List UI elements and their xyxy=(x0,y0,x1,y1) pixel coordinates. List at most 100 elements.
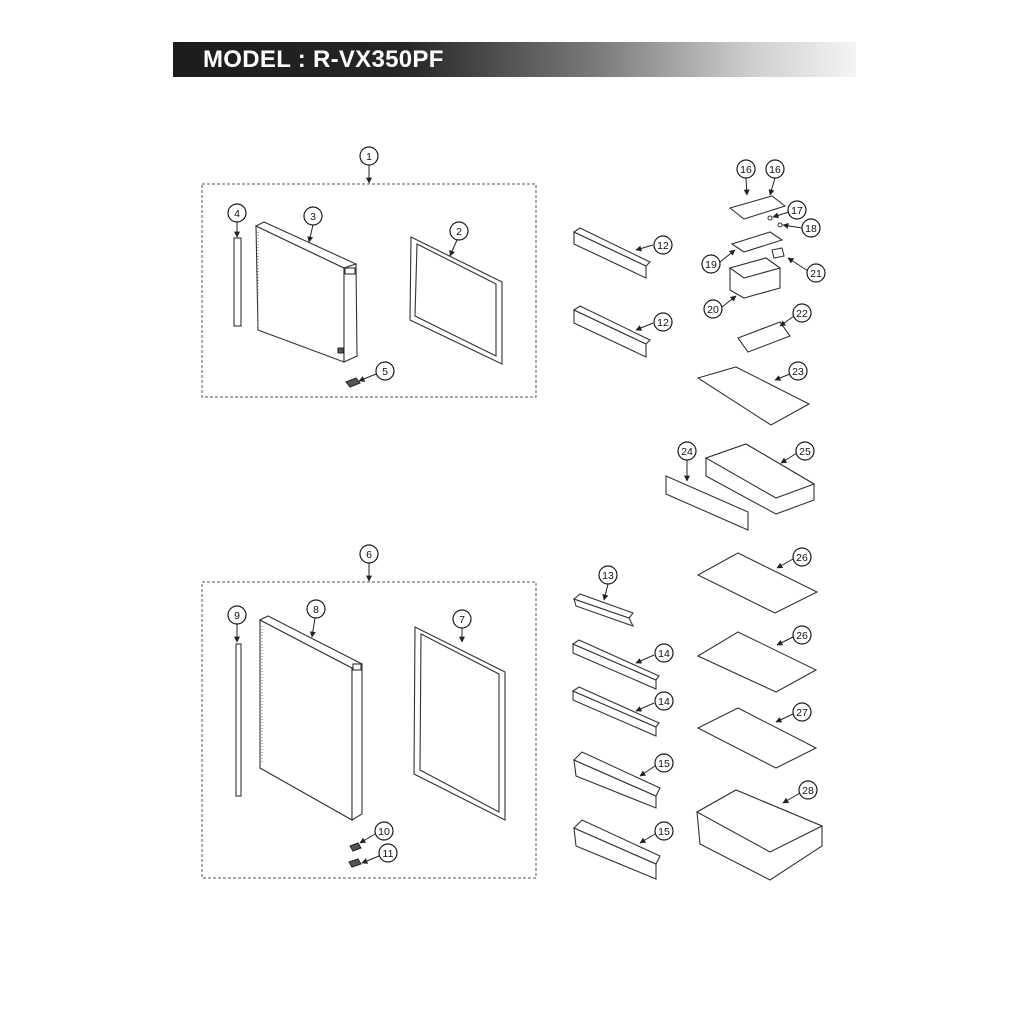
svg-text:24: 24 xyxy=(681,446,693,458)
lower-door-panel-8 xyxy=(258,615,364,821)
door-cap-strip-4 xyxy=(233,237,242,327)
svg-text:6: 6 xyxy=(366,549,372,561)
drawer-front-24 xyxy=(665,475,749,531)
callout-10: 10 xyxy=(374,821,394,841)
door-cap-strip-9 xyxy=(235,643,242,797)
door-pocket-12-b xyxy=(572,305,651,358)
upper-door-gasket-2 xyxy=(409,236,503,365)
svg-text:26: 26 xyxy=(796,630,808,642)
upper-door-assembly-boundary xyxy=(201,183,537,398)
hinge-part-5 xyxy=(345,377,361,388)
svg-text:16: 16 xyxy=(740,164,752,176)
svg-text:25: 25 xyxy=(799,446,811,458)
svg-text:3: 3 xyxy=(310,211,316,223)
callout-27: 27 xyxy=(792,702,812,722)
callout-11: 11 xyxy=(378,843,398,863)
svg-text:8: 8 xyxy=(313,604,319,616)
callout-19: 19 xyxy=(701,254,721,274)
callout-23: 23 xyxy=(788,361,808,381)
glass-shelf-26-a xyxy=(696,552,819,614)
svg-text:1: 1 xyxy=(366,151,372,163)
svg-text:28: 28 xyxy=(802,785,814,797)
callout-6: 6 xyxy=(359,544,379,564)
model-title-bar: MODEL : R-VX350PF xyxy=(173,42,856,77)
callout-17: 17 xyxy=(787,200,807,220)
glass-shelf-26-b xyxy=(696,631,818,693)
svg-text:18: 18 xyxy=(805,223,817,235)
knob-21 xyxy=(771,247,785,259)
door-pocket-15-a xyxy=(573,751,661,809)
callout-14-a: 14 xyxy=(654,643,674,663)
callout-22: 22 xyxy=(792,303,812,323)
callout-18: 18 xyxy=(801,218,821,238)
hinge-part-11 xyxy=(348,858,362,868)
svg-text:26: 26 xyxy=(796,552,808,564)
callout-26-b: 26 xyxy=(792,625,812,645)
svg-text:12: 12 xyxy=(657,240,669,252)
callout-4: 4 xyxy=(227,203,247,223)
ice-tray-holder-19 xyxy=(730,231,784,253)
lower-door-gasket-7 xyxy=(413,626,506,821)
drawer-tray-25 xyxy=(704,443,816,515)
svg-text:23: 23 xyxy=(792,366,804,378)
callout-8: 8 xyxy=(306,599,326,619)
svg-text:20: 20 xyxy=(707,304,719,316)
ice-bin-20 xyxy=(728,257,782,299)
small-part-18 xyxy=(777,222,783,228)
svg-text:7: 7 xyxy=(459,614,465,626)
lower-door-assembly-boundary xyxy=(201,581,537,879)
upper-door-panel-3 xyxy=(254,221,358,363)
svg-text:12: 12 xyxy=(657,317,669,329)
callout-12-b: 12 xyxy=(653,312,673,332)
label-card-22 xyxy=(737,321,791,353)
callout-25: 25 xyxy=(795,441,815,461)
hinge-part-10 xyxy=(349,842,362,852)
leader-lines xyxy=(234,165,809,864)
glass-shelf-23 xyxy=(696,366,811,426)
callout-14-b: 14 xyxy=(654,691,674,711)
callout-20: 20 xyxy=(703,299,723,319)
door-pocket-14-a xyxy=(571,639,660,690)
svg-text:27: 27 xyxy=(796,707,808,719)
door-pocket-14-b xyxy=(571,686,660,737)
callout-5: 5 xyxy=(375,361,395,381)
callout-7: 7 xyxy=(452,609,472,629)
callout-15-b: 15 xyxy=(654,821,674,841)
callout-16-b: 16 xyxy=(765,159,785,179)
callout-12-a: 12 xyxy=(653,235,673,255)
callout-3: 3 xyxy=(303,206,323,226)
svg-text:11: 11 xyxy=(383,848,394,860)
svg-text:19: 19 xyxy=(705,259,717,271)
svg-text:21: 21 xyxy=(810,268,822,280)
svg-text:16: 16 xyxy=(769,164,781,176)
callout-2: 2 xyxy=(449,221,469,241)
callout-21: 21 xyxy=(806,263,826,283)
crisper-drawer-28 xyxy=(695,789,824,881)
svg-text:10: 10 xyxy=(378,826,390,838)
callout-26-a: 26 xyxy=(792,547,812,567)
svg-text:5: 5 xyxy=(382,366,388,378)
svg-text:17: 17 xyxy=(791,205,803,217)
glass-shelf-27 xyxy=(696,707,818,769)
svg-text:4: 4 xyxy=(234,208,240,220)
ice-tray-16 xyxy=(728,195,787,220)
callout-13: 13 xyxy=(598,565,618,585)
callout-24: 24 xyxy=(677,441,697,461)
svg-text:14: 14 xyxy=(658,648,670,660)
svg-text:9: 9 xyxy=(234,610,240,622)
svg-text:22: 22 xyxy=(796,308,808,320)
small-part-17 xyxy=(767,215,773,221)
svg-text:15: 15 xyxy=(658,758,670,770)
callout-15-a: 15 xyxy=(654,753,674,773)
svg-text:2: 2 xyxy=(456,226,462,238)
svg-text:14: 14 xyxy=(658,696,670,708)
door-pocket-12-a xyxy=(572,227,651,279)
callout-1: 1 xyxy=(359,146,379,166)
svg-text:13: 13 xyxy=(602,570,614,582)
egg-tray-13 xyxy=(572,593,635,627)
door-pocket-15-b xyxy=(573,819,661,880)
callout-16-a: 16 xyxy=(736,159,756,179)
svg-text:15: 15 xyxy=(658,826,670,838)
